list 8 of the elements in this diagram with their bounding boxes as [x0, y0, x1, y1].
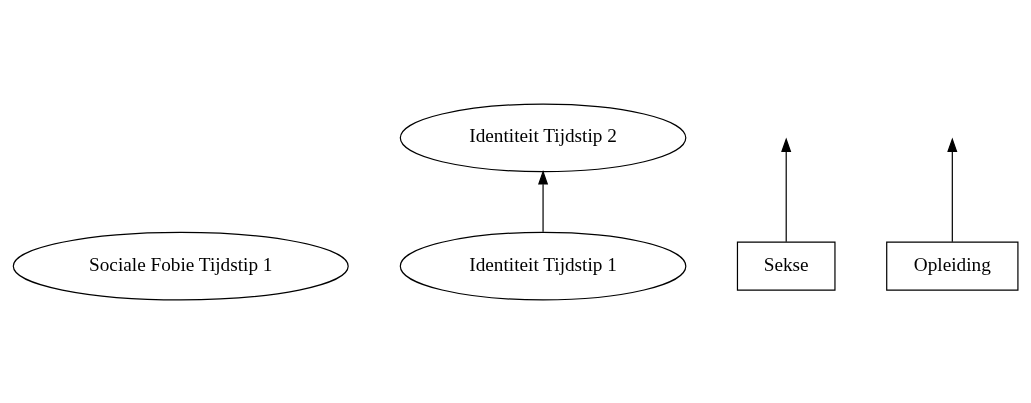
node-ellipse: Sociale Fobie Tijdstip 1 — [12, 231, 349, 301]
arrow — [781, 136, 792, 242]
arrow — [538, 169, 549, 232]
node-ellipse: Identiteit Tijdstip 2 — [399, 103, 687, 172]
arrow — [947, 136, 958, 242]
node-box: Opleiding — [886, 240, 1019, 291]
node-box: Sekse — [736, 240, 836, 291]
node-ellipse: Identiteit Tijdstip 1 — [399, 231, 687, 301]
